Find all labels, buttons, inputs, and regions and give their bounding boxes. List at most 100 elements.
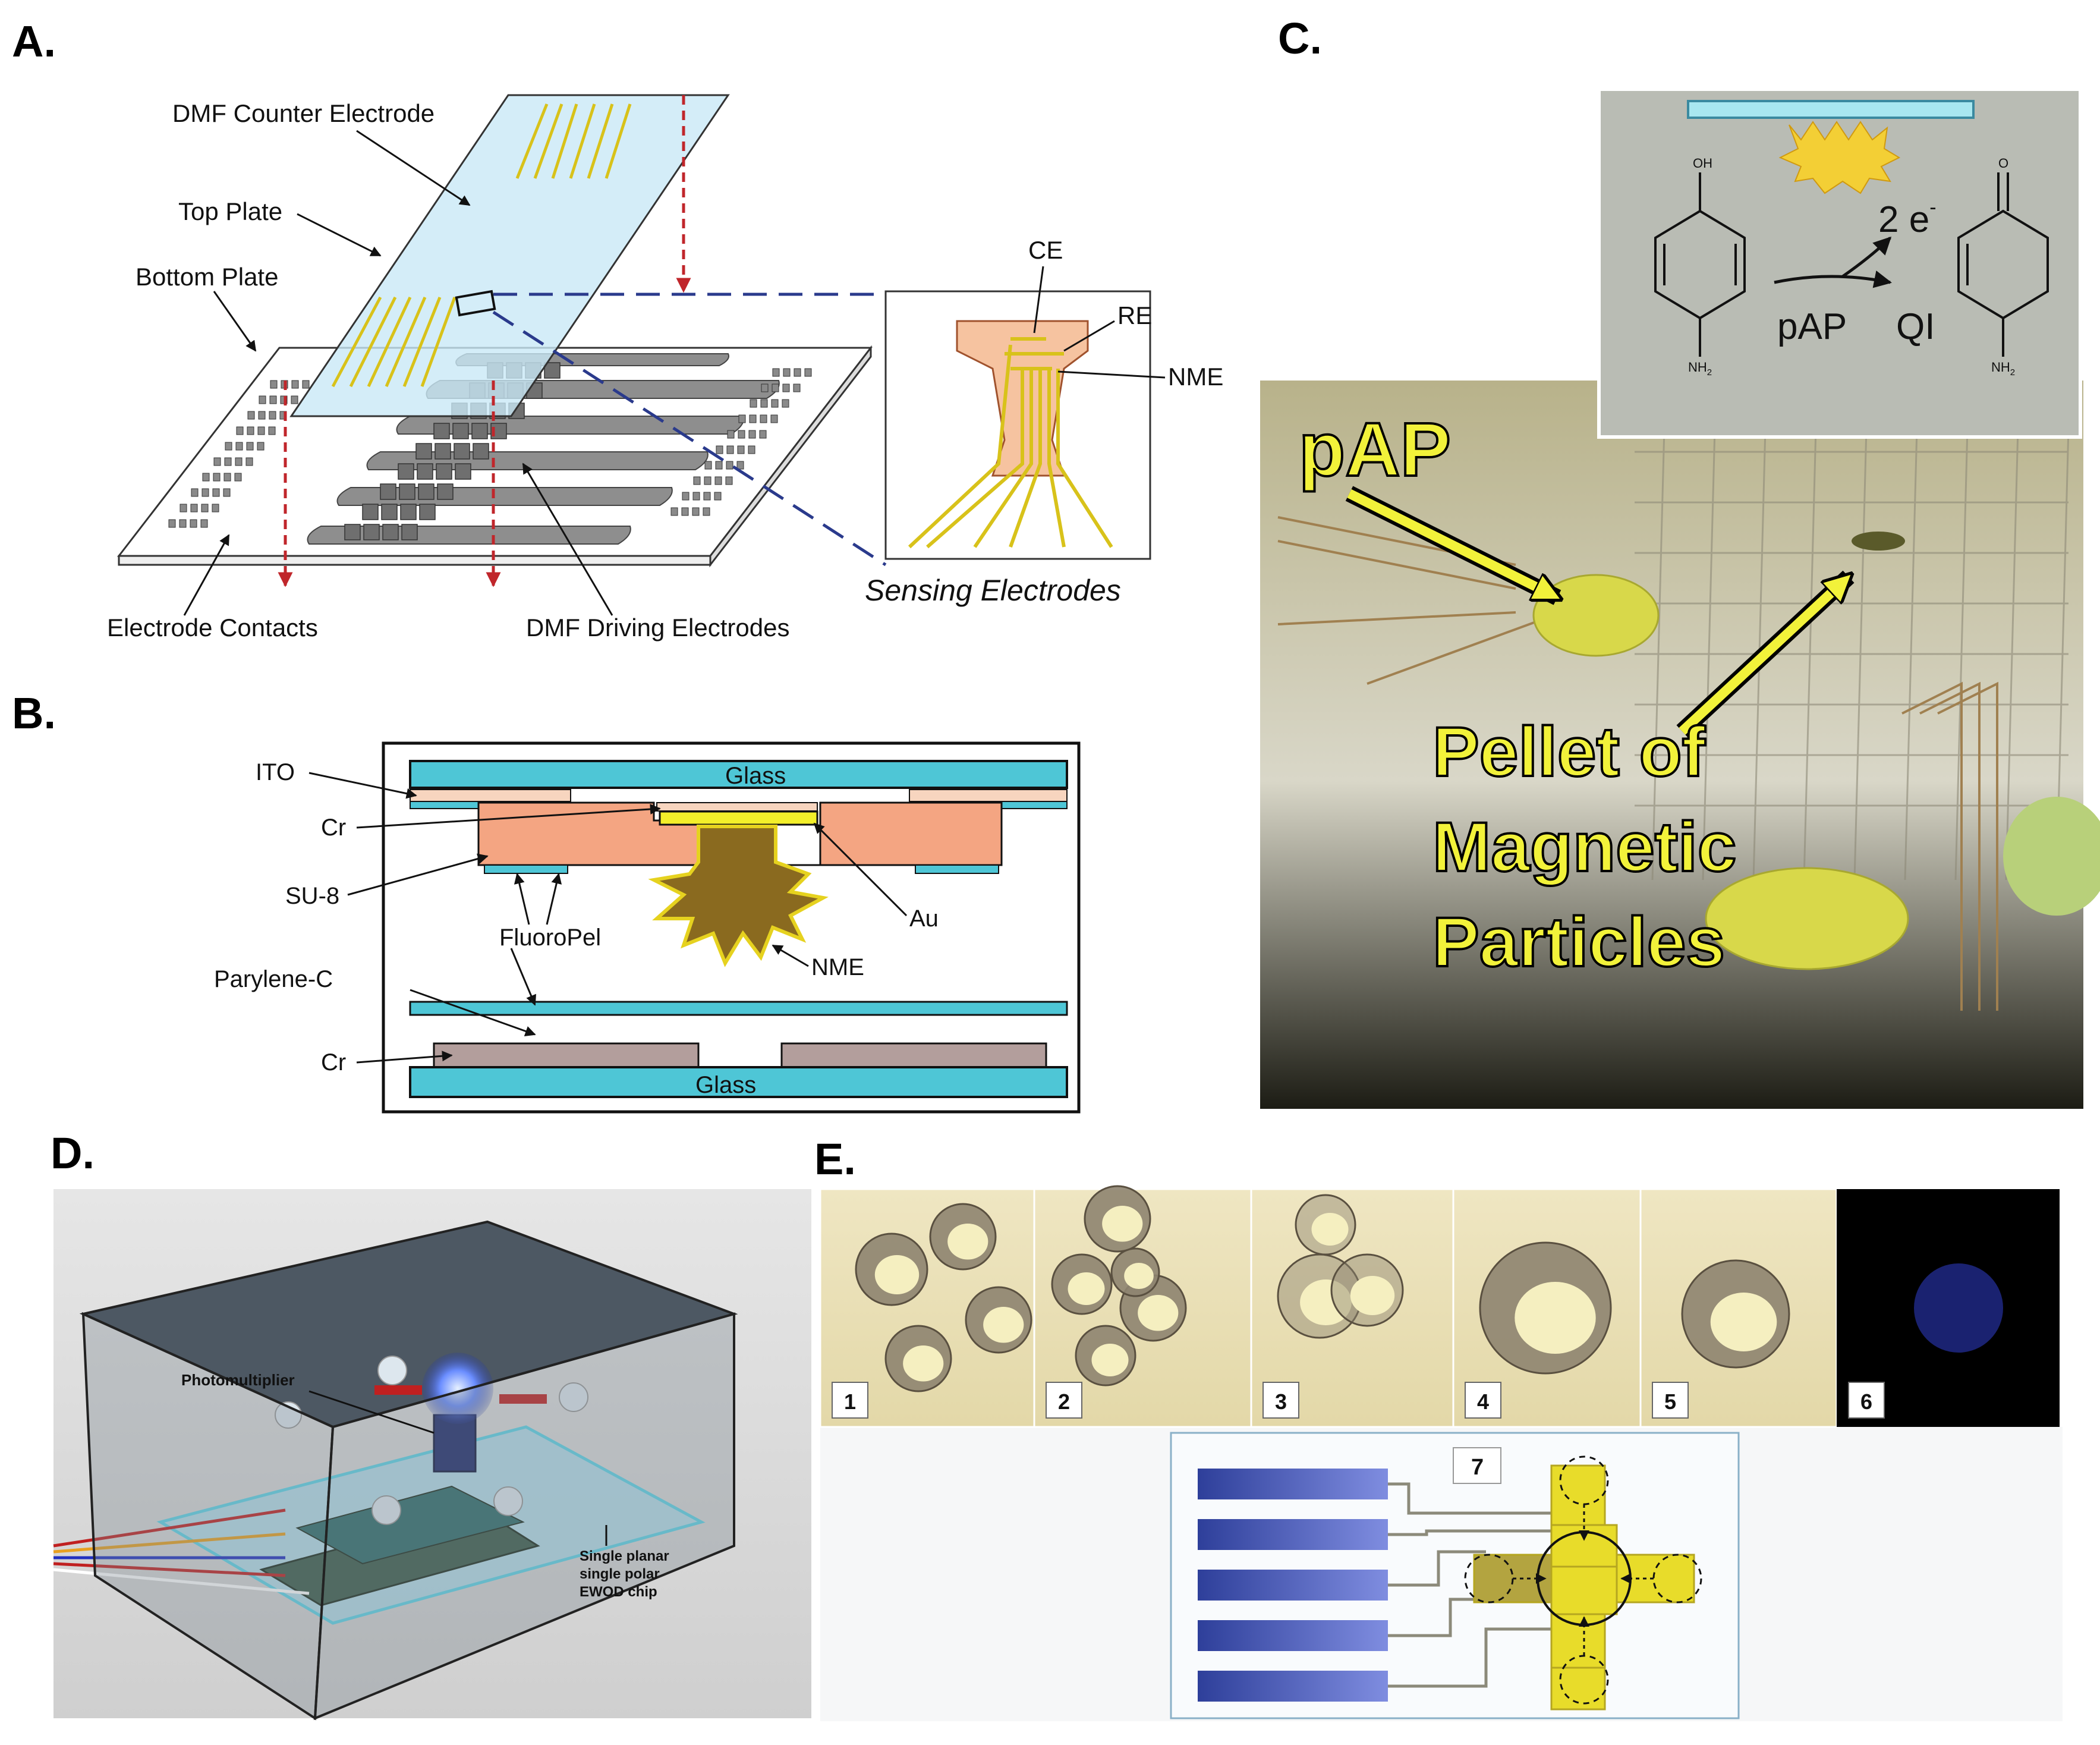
su8-layer <box>477 801 1003 866</box>
photomultiplier-label: Photomultiplier <box>181 1371 295 1389</box>
bottom-glass-label: Glass <box>695 1072 756 1098</box>
contact-pad <box>291 380 299 389</box>
cr-electrode-right <box>780 1042 1047 1068</box>
droplet-highlight <box>1710 1293 1777 1351</box>
contact-pad <box>748 430 756 439</box>
electron-arrow <box>1841 236 1892 278</box>
driving-electrode-cell <box>454 443 470 460</box>
panel-d-label: D. <box>51 1128 95 1178</box>
driving-electrode-cell <box>399 483 415 500</box>
inset-label-nme: NME <box>1168 363 1223 391</box>
product-label: QI <box>1896 306 1935 347</box>
ito-layer <box>410 789 571 802</box>
droplet-highlight <box>1091 1344 1129 1376</box>
contact-pad <box>190 504 198 513</box>
contact-pad <box>269 395 277 404</box>
contact-pad <box>247 426 254 435</box>
electrode-pads <box>1198 1469 1388 1702</box>
drop-frame-5: 5 <box>1639 1188 1838 1428</box>
contact-pad <box>225 442 232 451</box>
contact-pad <box>234 473 242 482</box>
contact-pad <box>761 383 769 392</box>
magnetic-pellet <box>1852 532 1905 551</box>
droplet-highlight <box>1068 1272 1105 1305</box>
contact-pad <box>245 457 253 466</box>
top-glass-label: Glass <box>725 763 786 789</box>
contact-pad <box>749 414 757 423</box>
contact-pad <box>738 430 745 439</box>
frame-label-2: 2 <box>1058 1389 1070 1414</box>
electrons-label: 2 e- <box>1878 196 1937 240</box>
droplet-highlight <box>874 1255 920 1294</box>
panel-d: D. Photomultiplier Single p <box>51 1128 811 1721</box>
droplet-4 <box>371 1495 401 1525</box>
contact-pad <box>714 476 722 485</box>
contact-pad <box>725 476 733 485</box>
drop-frame-1: 1 <box>819 1188 1035 1428</box>
contact-pad <box>760 414 767 423</box>
panel-c: C. pAP Pellet of Magnetic Particles <box>1260 14 2100 1109</box>
contact-pad <box>191 488 199 497</box>
reactant-label: pAP <box>1777 306 1847 347</box>
oh-label: OH <box>1693 156 1712 171</box>
droplet-highlight <box>903 1345 944 1382</box>
panel-a-label: A. <box>12 17 56 66</box>
contact-pad <box>704 476 711 485</box>
contact-pad <box>714 492 722 501</box>
contact-pad <box>793 383 801 392</box>
callout-counter-electrode: DMF Counter Electrode <box>172 99 435 127</box>
contact-pad <box>772 383 779 392</box>
right-droplet <box>2003 797 2100 916</box>
contact-pad <box>180 504 187 513</box>
contact-pad <box>772 368 780 377</box>
contact-pad <box>715 461 723 470</box>
label-fluoropel: FluoroPel <box>499 925 601 951</box>
driving-electrode-cell <box>381 504 398 520</box>
contact-pad <box>212 488 220 497</box>
o-label: O <box>1998 156 2008 171</box>
top-plate <box>289 94 730 417</box>
contact-pad <box>782 399 789 408</box>
driving-electrode-cell <box>544 362 561 379</box>
frame-label-5: 5 <box>1664 1389 1676 1414</box>
contact-pad <box>179 519 187 528</box>
cr-electrode-left <box>433 1042 700 1068</box>
droplet-3 <box>559 1382 588 1412</box>
pellet-line-1: Pellet of <box>1432 713 1706 791</box>
chip-label-line-1: Single planar <box>580 1548 669 1564</box>
diagram-label: 7 <box>1471 1455 1484 1480</box>
label-cr-top: Cr <box>321 815 346 841</box>
contact-pad <box>783 368 791 377</box>
droplet-5 <box>493 1486 523 1516</box>
contact-pad <box>268 426 276 435</box>
driving-electrode-cell <box>473 443 489 460</box>
bottom-glass <box>409 1066 1068 1098</box>
sensing-electrode-drawing <box>908 320 1113 549</box>
label-parylene: Parylene-C <box>214 966 333 992</box>
driving-electrode-cell <box>362 504 379 520</box>
contact-pad <box>213 457 221 466</box>
contact-pad <box>257 442 265 451</box>
droplet-highlight <box>1350 1276 1395 1315</box>
label-su8: SU-8 <box>285 883 339 909</box>
contact-pad <box>259 395 266 404</box>
cr-thin-layer <box>656 802 818 812</box>
panel-b-label: B. <box>12 688 56 738</box>
driving-electrode-cell <box>344 524 361 540</box>
top-glass <box>409 760 1068 789</box>
droplet-highlight <box>1102 1206 1143 1242</box>
droplet-highlight <box>1300 1279 1352 1325</box>
contact-pad <box>257 426 265 435</box>
contact-pad <box>202 473 210 482</box>
contact-pad <box>246 442 254 451</box>
contact-pad <box>770 414 778 423</box>
frame-label-1: 1 <box>844 1389 856 1414</box>
contact-pad <box>682 492 689 501</box>
contact-pad <box>782 383 790 392</box>
light-source-bar <box>1687 100 1975 119</box>
droplet-1 <box>377 1356 407 1385</box>
contact-pad <box>727 430 735 439</box>
bottom-droplet <box>1705 867 1909 970</box>
contact-pad <box>291 395 298 404</box>
contact-pad <box>692 492 700 501</box>
